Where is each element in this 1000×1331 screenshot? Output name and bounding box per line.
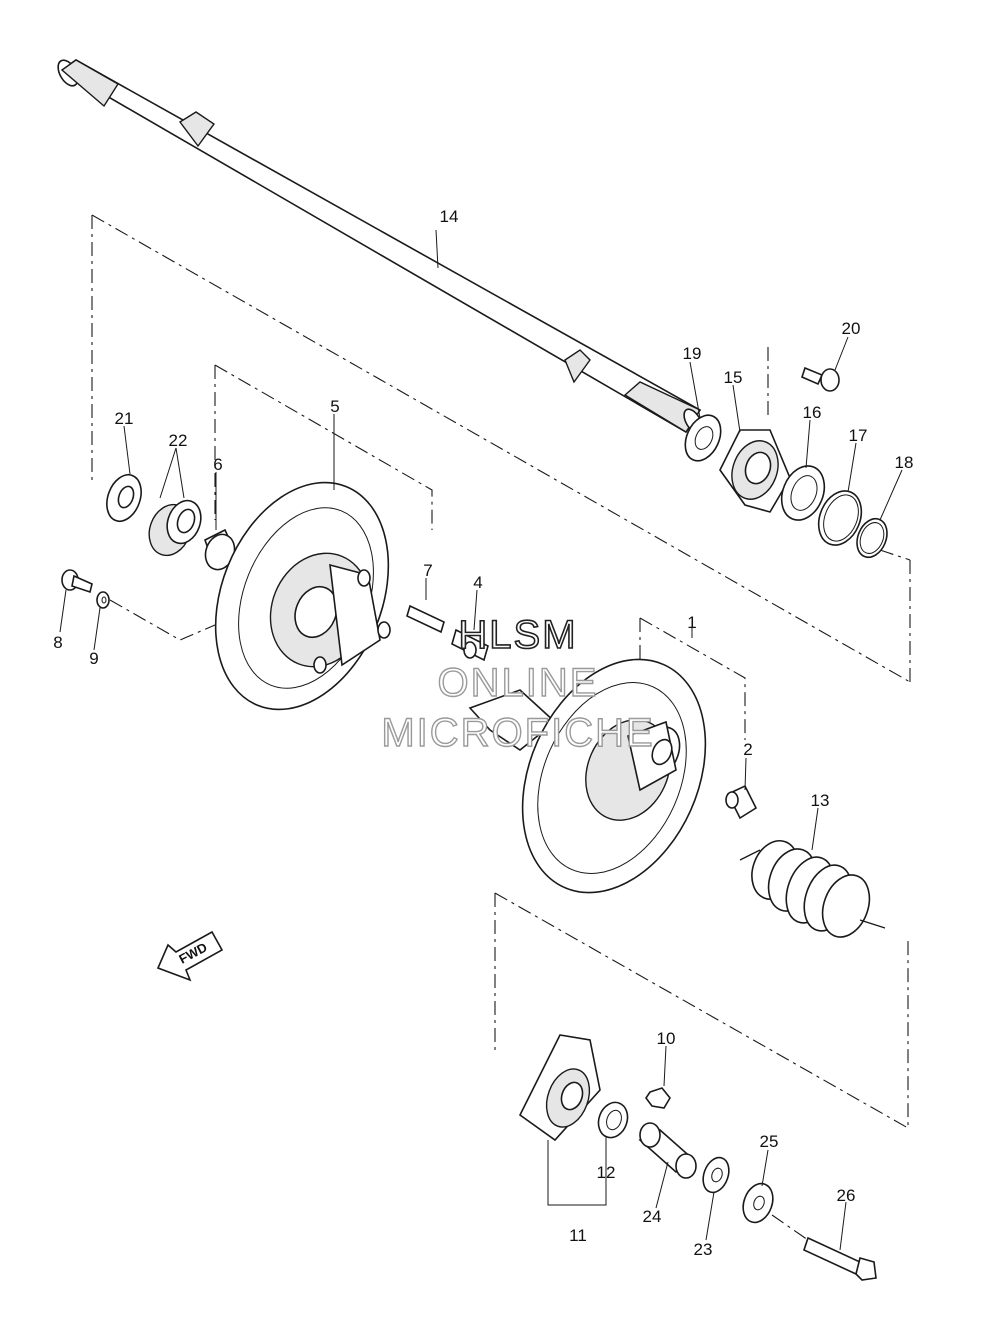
label-part-20: 20 (842, 319, 861, 338)
washer-part-21 (106, 473, 142, 523)
collar-part-24 (638, 1122, 697, 1179)
leader-lines (59, 229, 903, 1251)
label-part-4: 4 (473, 573, 482, 592)
label-part-16: 16 (803, 403, 822, 422)
label-part-1: 1 (687, 613, 696, 632)
housing-part-15 (719, 429, 791, 513)
washer-part-9 (96, 591, 110, 609)
label-part-23: 23 (694, 1240, 713, 1259)
label-part-6: 6 (213, 455, 222, 474)
stud-part-7 (406, 604, 445, 634)
watermark-line-2: ONLINE (438, 661, 599, 705)
label-part-26: 26 (837, 1186, 856, 1205)
fixed-sheave-part-5 (214, 481, 391, 711)
seal-part-19 (684, 414, 722, 462)
label-part-21: 21 (115, 409, 134, 428)
washer-part-25 (742, 1182, 774, 1224)
bearing-part-16 (780, 465, 826, 521)
label-part-12: 12 (597, 1163, 616, 1182)
bushing-part-12 (597, 1101, 629, 1139)
watermark-line-3: MICROFICHE (381, 711, 654, 755)
bolt-part-8 (61, 569, 93, 594)
part-number-labels: 1 2 4 5 6 7 8 9 10 11 12 13 14 15 16 17 … (53, 207, 913, 1259)
label-part-7: 7 (423, 561, 432, 580)
bolt-axis-line (771, 1214, 809, 1241)
label-part-11: 11 (569, 1226, 587, 1245)
label-part-22: 22 (169, 431, 188, 450)
watermark: HLSM ONLINE MICROFICHE (381, 612, 654, 756)
slider-part-2 (725, 784, 758, 820)
watermark-line-1: HLSM (458, 613, 577, 657)
nut-part-4 (451, 628, 489, 662)
movable-sheave-part-1 (521, 658, 707, 894)
label-part-15: 15 (724, 368, 743, 387)
cover-part-11 (518, 1034, 601, 1142)
alignment-lines (91, 214, 911, 1129)
label-part-2: 2 (743, 740, 752, 759)
label-part-17: 17 (849, 426, 868, 445)
gasket-part-3 (468, 689, 557, 751)
shaft-part-14 (57, 59, 703, 434)
label-part-10: 10 (657, 1029, 676, 1048)
bolt-part-20 (801, 366, 840, 392)
cam-part-22 (148, 499, 202, 557)
spring-part-13 (739, 840, 886, 938)
forward-arrow: FWD (156, 930, 224, 982)
label-part-25: 25 (760, 1132, 779, 1151)
bolt-part-26 (803, 1236, 877, 1281)
washer-part-23 (702, 1156, 730, 1194)
nut-part-10 (645, 1087, 671, 1109)
label-part-5: 5 (330, 397, 339, 416)
label-part-24: 24 (643, 1207, 662, 1226)
label-part-14: 14 (440, 207, 459, 226)
label-part-9: 9 (89, 649, 98, 668)
circlip-part-17 (817, 490, 863, 546)
ring-part-18 (856, 517, 888, 559)
label-part-19: 19 (683, 344, 702, 363)
label-part-8: 8 (53, 633, 62, 652)
label-part-13: 13 (811, 791, 830, 810)
label-part-18: 18 (895, 453, 914, 472)
